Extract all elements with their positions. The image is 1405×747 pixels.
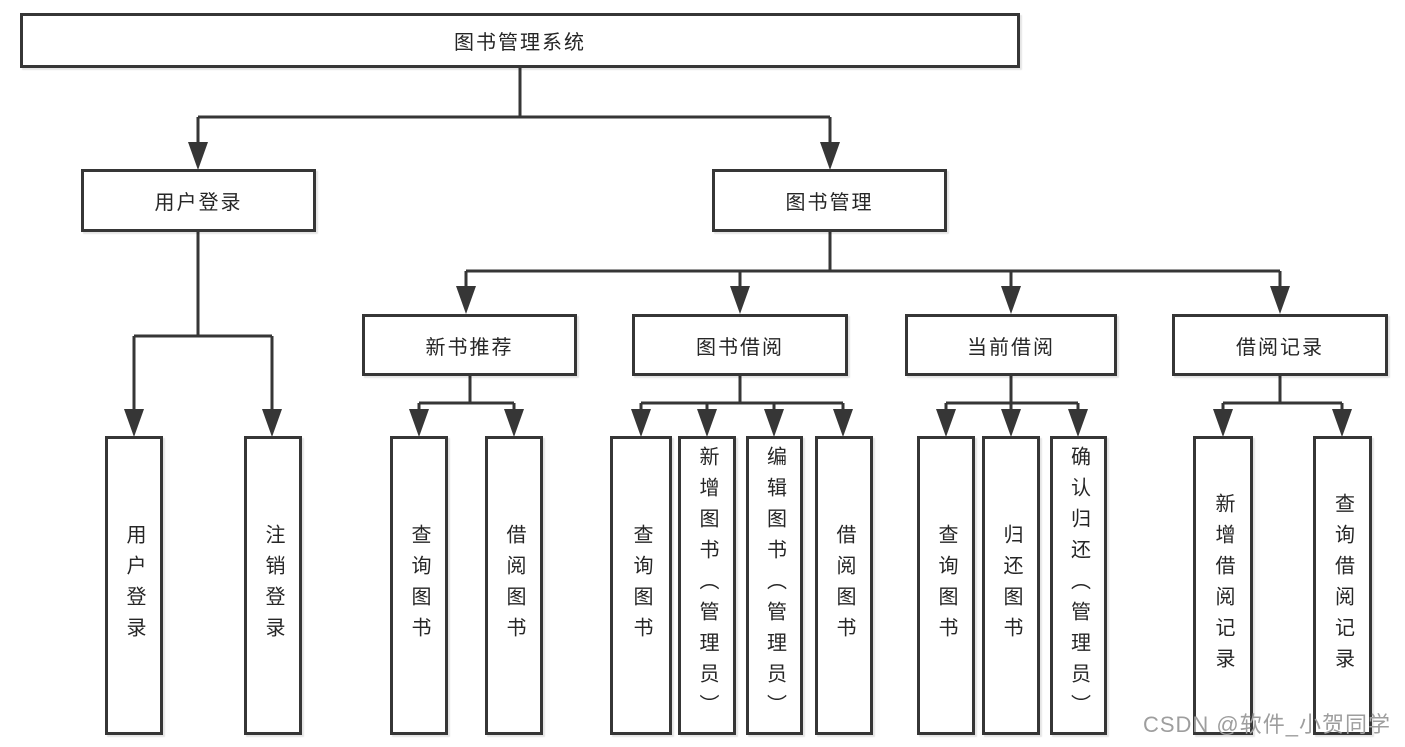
node-label: 图书管理系统 [454, 32, 586, 54]
node-label: 图书借阅 [696, 336, 784, 359]
leaf-return-book: 归还图书 [982, 436, 1040, 735]
leaf-query-book-3: 查询图书 [917, 436, 975, 735]
node-book-borrow: 图书借阅 [632, 314, 848, 376]
node-current-borrow: 当前借阅 [905, 314, 1117, 376]
node-label: 用户登录 [123, 523, 145, 648]
node-label: 编辑图书（管理员） [763, 446, 786, 725]
node-label: 借阅记录 [1236, 336, 1324, 359]
leaf-edit-book-admin: 编辑图书（管理员） [746, 436, 803, 735]
node-book-management: 图书管理 [712, 169, 947, 232]
node-label: 新增图书（管理员） [696, 446, 718, 725]
node-label: 图书管理 [785, 192, 874, 214]
leaf-query-book-1: 查询图书 [390, 436, 448, 735]
leaf-query-borrow-record: 查询借阅记录 [1313, 436, 1372, 735]
leaf-borrow-book-1: 借阅图书 [485, 436, 543, 735]
node-label: 新书推荐 [425, 336, 514, 359]
arrowheads [124, 142, 1352, 437]
node-label: 新增借阅记录 [1212, 492, 1234, 679]
node-system-root: 图书管理系统 [20, 13, 1020, 68]
leaf-user-login: 用户登录 [105, 436, 163, 735]
node-label: 查询图书 [408, 523, 430, 648]
node-label: 归还图书 [1000, 523, 1022, 648]
leaf-add-book-admin: 新增图书（管理员） [678, 436, 736, 735]
node-user-login: 用户登录 [81, 169, 316, 232]
node-label: 借阅图书 [833, 523, 855, 648]
node-label: 查询图书 [630, 523, 652, 648]
leaf-borrow-book-2: 借阅图书 [815, 436, 873, 735]
node-borrow-records: 借阅记录 [1172, 314, 1388, 376]
node-label: 注销登录 [262, 523, 284, 648]
node-label: 查询借阅记录 [1331, 492, 1354, 679]
node-label: 用户登录 [154, 192, 243, 214]
node-new-book-recommend: 新书推荐 [362, 314, 577, 376]
node-label: 查询图书 [935, 523, 957, 648]
leaf-confirm-return-admin: 确认归还（管理员） [1050, 436, 1107, 735]
leaf-add-borrow-record: 新增借阅记录 [1193, 436, 1253, 735]
node-label: 确认归还（管理员） [1067, 446, 1090, 725]
node-label: 当前借阅 [967, 336, 1055, 359]
csdn-watermark: CSDN @软件_小贺同学 [1142, 712, 1391, 737]
leaf-query-book-2: 查询图书 [610, 436, 672, 735]
leaf-logout-login: 注销登录 [244, 436, 302, 735]
node-label: 借阅图书 [503, 523, 525, 648]
